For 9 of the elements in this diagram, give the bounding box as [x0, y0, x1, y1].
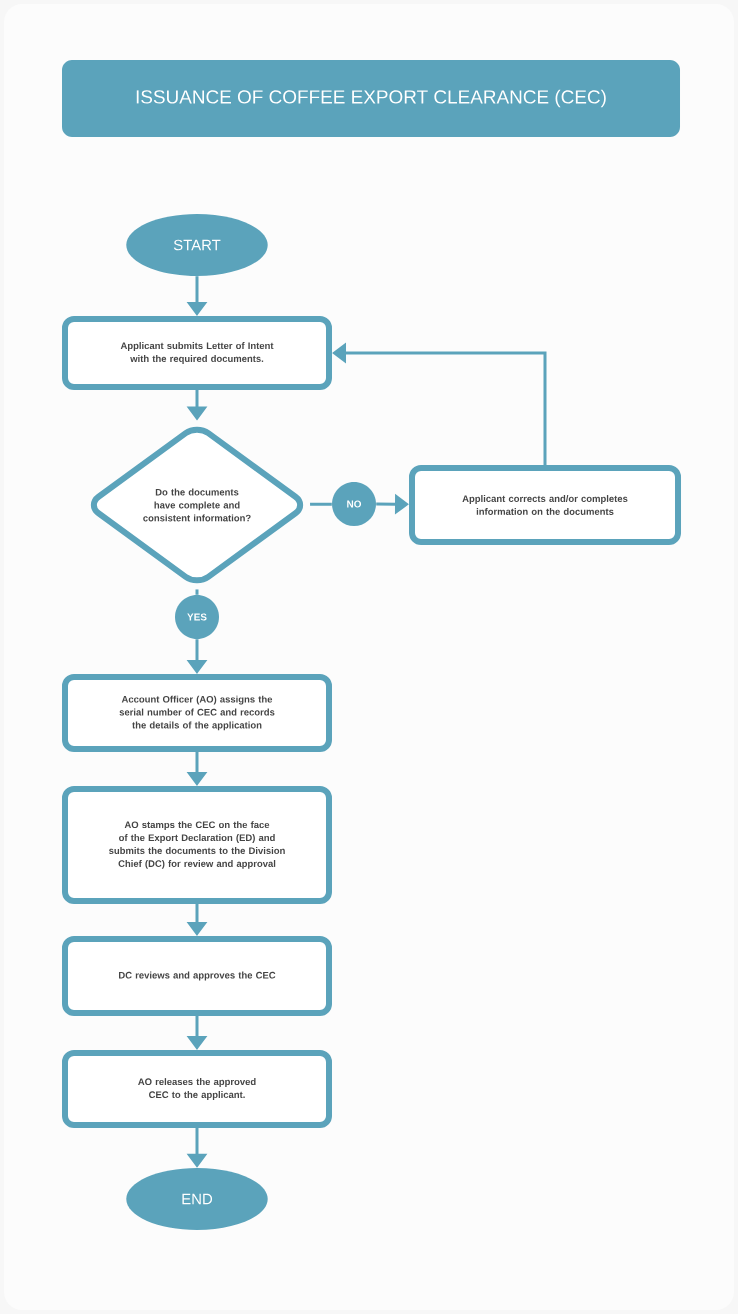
- terminal-oval: START: [126, 214, 268, 276]
- title-banner: ISSUANCE OF COFFEE EXPORT CLEARANCE (CEC): [62, 60, 680, 137]
- process-box: AO stamps the CEC on the face of the Export Declaration (ED) and submits the documents to the Division Chief (DC) for review and approval: [62, 786, 332, 904]
- process-box: Account Officer (AO) assigns the serial number of CEC and records the details of the application: [62, 674, 332, 752]
- process-box: AO releases the approved CEC to the applicant.: [62, 1050, 332, 1128]
- process-box: Applicant corrects and/or completes information on the documents: [409, 465, 681, 545]
- terminal-oval: END: [126, 1168, 268, 1230]
- process-box: DC reviews and approves the CEC: [62, 936, 332, 1016]
- process-box: Applicant submits Letter of Intent with the required documents.: [62, 316, 332, 390]
